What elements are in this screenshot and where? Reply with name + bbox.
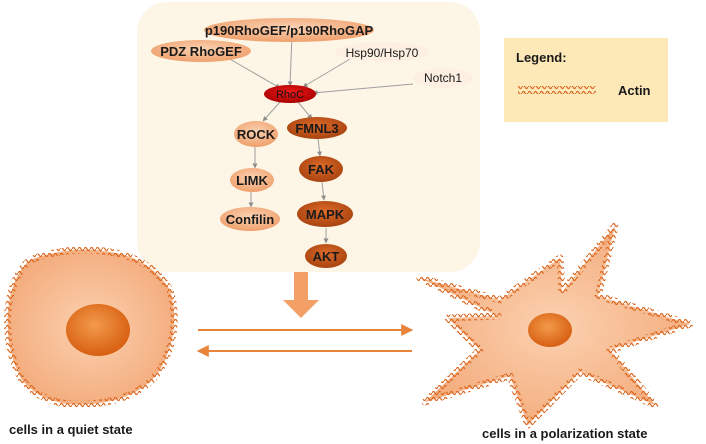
node-fmnl3-label: FMNL3 (295, 121, 338, 136)
node-limk: LIMK (230, 168, 274, 192)
transition-arrows (196, 324, 414, 357)
edge-fak-mapk (321, 181, 326, 201)
node-fak: FAK (299, 156, 343, 182)
edge-notch-rhoc (312, 83, 414, 96)
node-notch-label: Notch1 (424, 71, 462, 85)
node-limk-label: LIMK (236, 173, 268, 188)
edge-fmnl3-fak (317, 137, 322, 157)
pathway-nodes: p190RhoGEF/p190RhoGAP PDZ RhoGEF Hsp90/H… (151, 18, 473, 268)
node-pdz: PDZ RhoGEF (151, 40, 251, 62)
node-fmnl3: FMNL3 (287, 117, 347, 139)
node-notch: Notch1 (413, 68, 473, 88)
legend-title: Legend: (516, 50, 567, 65)
node-pdz-label: PDZ RhoGEF (160, 44, 242, 59)
node-rock-label: ROCK (237, 127, 276, 142)
node-rhoc-label: RhoC (276, 89, 304, 101)
node-p190: p190RhoGEF/p190RhoGAP (204, 18, 374, 42)
edge-pdz-rhoc (227, 57, 281, 89)
node-rock: ROCK (234, 121, 278, 147)
polarized-cell-label: cells in a polarization state (482, 426, 647, 441)
node-mapk: MAPK (297, 201, 353, 227)
quiet-cell-label: cells in a quiet state (9, 422, 133, 437)
quiet-cell-nucleus (66, 304, 130, 356)
edge-rhoc-fmnl3 (297, 101, 313, 120)
node-akt: AKT (305, 244, 347, 268)
node-rhoc: RhoC (264, 85, 316, 103)
edge-hsp-rhoc (302, 58, 351, 88)
edge-p190-rhoc (287, 34, 293, 87)
quiet-cell (4, 246, 178, 408)
node-akt-label: AKT (313, 249, 340, 264)
node-cofilin: Confilin (220, 207, 280, 231)
node-fak-label: FAK (308, 162, 335, 177)
legend: Legend: Actin (504, 38, 668, 122)
legend-actin-label: Actin (618, 83, 651, 98)
polarized-cell-nucleus (528, 313, 572, 347)
node-hsp-label: Hsp90/Hsp70 (346, 46, 419, 60)
actin-legend-icon (518, 86, 596, 94)
polarized-cell (416, 222, 694, 429)
node-mapk-label: MAPK (306, 207, 345, 222)
node-p190-label: p190RhoGEF/p190RhoGAP (205, 23, 374, 38)
node-hsp: Hsp90/Hsp70 (335, 42, 429, 62)
pathway-edges (227, 34, 414, 244)
down-arrow (283, 272, 319, 318)
node-cofilin-label: Confilin (226, 212, 274, 227)
edge-rhoc-rock (262, 101, 281, 122)
